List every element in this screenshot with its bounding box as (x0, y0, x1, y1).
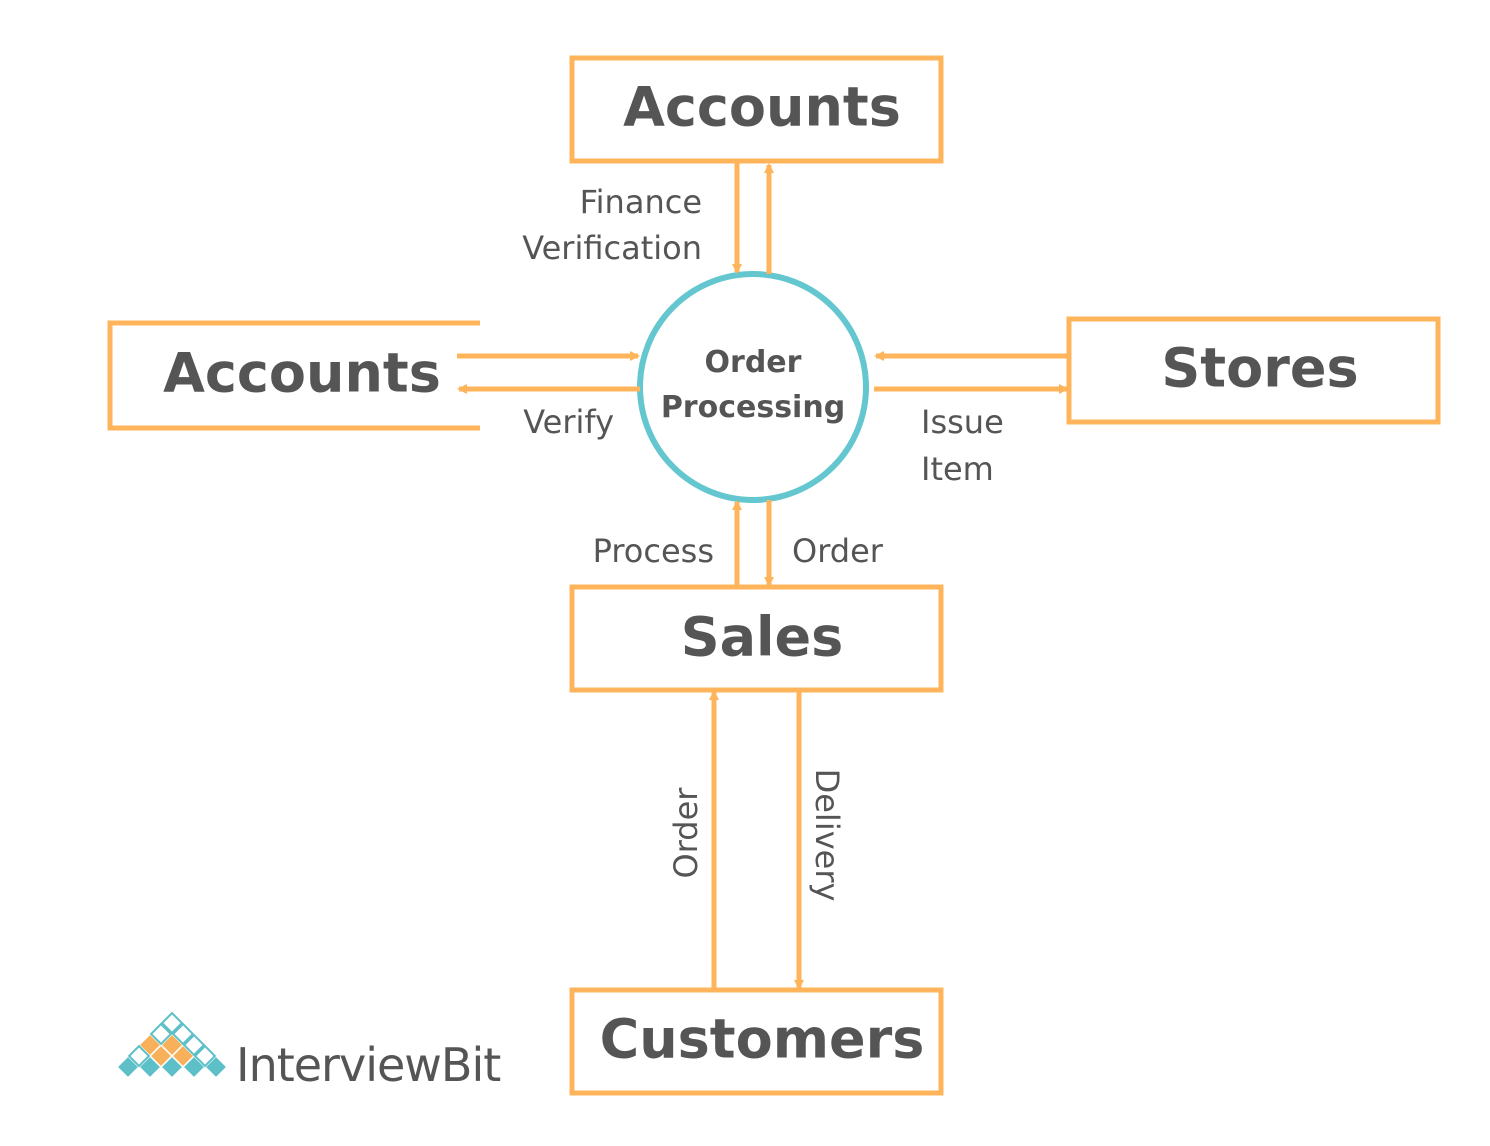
entity-customers: Customers (569, 987, 944, 1096)
flow-label-finance-line2: Verification (522, 229, 702, 267)
flow-label-delivery-vertical: Delivery (808, 769, 846, 902)
interviewbit-logo: InterviewBit (118, 1011, 501, 1092)
process-label-line1: Order (705, 345, 802, 380)
flow-label-order-top: Order (792, 532, 884, 570)
entity-accounts-top: Accounts (569, 55, 944, 164)
entity-sales: Sales (569, 584, 944, 693)
flow-label-order-vertical: Order (667, 787, 705, 879)
flow-label-issue-line2: Item (921, 450, 994, 488)
flow-label-verify: Verify (523, 403, 614, 441)
process-order-processing: Order Processing (637, 271, 869, 503)
process-label-line2: Processing (661, 390, 845, 425)
entity-customers-label: Customers (600, 1008, 925, 1071)
diamond-pyramid-logo-icon (118, 1011, 226, 1077)
flow-label-issue-line1: Issue (921, 403, 1004, 441)
entity-accounts-top-label: Accounts (623, 76, 901, 139)
entity-stores-label: Stores (1161, 337, 1358, 400)
entity-accounts-left-label: Accounts (163, 342, 441, 405)
logo-wordmark: InterviewBit (236, 1038, 500, 1092)
entity-stores: Stores (1066, 316, 1441, 425)
entity-sales-label: Sales (681, 606, 844, 669)
entity-accounts-left: Accounts (107, 320, 480, 431)
flow-label-finance-line1: Finance (580, 183, 702, 221)
flow-label-process: Process (593, 532, 714, 570)
